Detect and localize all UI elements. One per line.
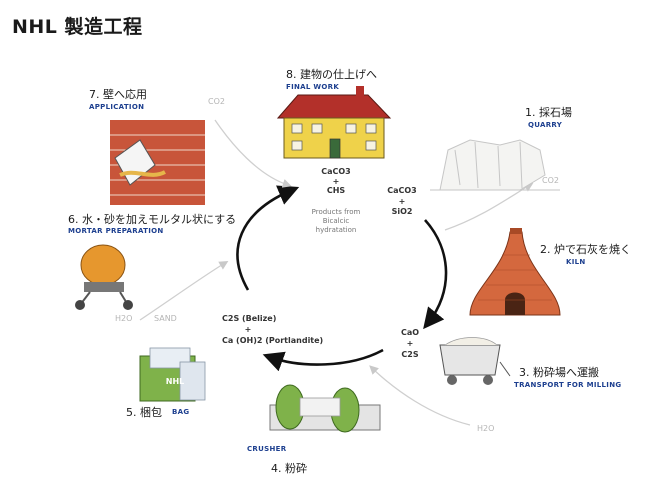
quarry-illustration [430,139,560,191]
mixer-illustration [75,244,133,310]
chem-ca-oh2: Ca (OH)2 (Portlandite) [222,336,324,345]
h2o-bottom-arrow [369,365,471,426]
chem-chs: CHS [326,186,346,195]
chem-c2s-left: C2S (Belize) [222,314,277,323]
co2-label-right: CO2 [542,176,559,185]
co2-label-top: CO2 [208,97,225,106]
step-3-en: TRANSPORT FOR MILLING [514,381,622,389]
chem-caco3-right: CaCO3 [387,186,417,195]
chem-plus-4: + [244,325,252,334]
arrow-transport-to-crusher [262,348,384,372]
h2o-label-left: H2O [115,314,133,323]
step-6-en: MORTAR PREPARATION [68,227,164,235]
step-1-en: QUARRY [528,121,563,129]
chem-caco3-left: CaCO3 [321,167,351,176]
step-5-label: 5. 梱包 [126,406,162,419]
step-2-label: 2. 炉で石灰を焼く [540,243,631,256]
chem-c2s-right: C2S [401,350,419,359]
wall-illustration [110,120,205,205]
chem-plus-2: + [398,197,406,206]
arrow-kiln-to-transport [423,219,448,330]
step-6-label: 6. 水・砂を加えモルタル状にする [68,213,237,226]
page-title: NHL 製造工程 [12,16,143,38]
h2o-sand-arrow [139,260,229,321]
step-4-label: 4. 粉砕 [271,462,307,475]
bag-nhl-label: NHL [165,377,185,386]
chem-plus-1: + [332,177,340,186]
kiln-illustration [469,228,561,316]
bag-illustration [139,347,206,402]
chem-cao: CaO [400,328,420,337]
step-7-en: APPLICATION [89,103,145,111]
step-2-en: KILN [566,258,586,266]
step-8-en: FINAL WORK [286,83,340,91]
co2-arrow-right [444,182,534,231]
chem-sio2: SiO2 [391,207,413,216]
arrow-bag-to-house [236,185,300,291]
cycle-arrows [236,185,448,372]
chem-plus-3: + [406,339,414,348]
step-7-label: 7. 壁へ応用 [89,88,147,101]
crusher-illustration [269,384,381,433]
step-4-en: CRUSHER [247,445,287,453]
sand-label: SAND [154,314,177,323]
step-8-label: 8. 建物の仕上げへ [286,68,377,81]
co2-arrow-top [214,119,292,188]
h2o-label-bottom: H2O [477,424,495,433]
house-illustration [276,86,392,159]
cart-illustration [439,337,511,385]
step-1-label: 1. 採石場 [525,106,572,119]
chem-products-note: Products from Bicalcic hydratation [311,208,361,234]
step-5-en: BAG [172,408,190,416]
step-3-label: 3. 粉砕場へ運搬 [519,366,599,379]
